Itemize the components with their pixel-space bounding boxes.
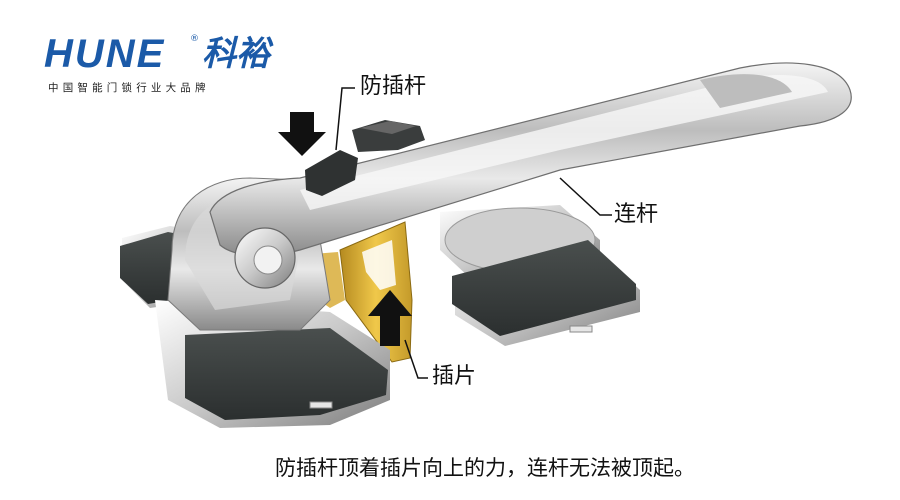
caption-text: 防插杆顶着插片向上的力，连杆无法被顶起。: [275, 456, 695, 480]
logo-chinese-name: 科裕: [202, 34, 270, 74]
registered-mark: ®: [190, 34, 199, 44]
brand-logo: HUNE ® 科裕 中国智能门锁行业大品牌: [44, 32, 274, 102]
logo-tagline: 中国智能门锁行业大品牌: [48, 82, 210, 94]
leader-line-connecting-rod: [559, 177, 612, 216]
leader-line-insert-plate: [404, 339, 428, 379]
callout-connecting-rod: 连杆: [614, 202, 659, 227]
front-right-pad: [452, 240, 640, 346]
up-arrow-icon: [368, 290, 412, 346]
anti-insert-lever: [305, 120, 425, 196]
logo-wordmark: HUNE: [44, 32, 166, 76]
front-left-pad: [155, 300, 390, 428]
callout-insert-plate: 插片: [432, 364, 477, 389]
leader-line-anti-insert-lever: [335, 87, 355, 151]
pivot-pin: [234, 227, 296, 289]
down-arrow-icon: [278, 112, 326, 156]
callout-anti-insert-lever: 防插杆: [360, 74, 427, 99]
